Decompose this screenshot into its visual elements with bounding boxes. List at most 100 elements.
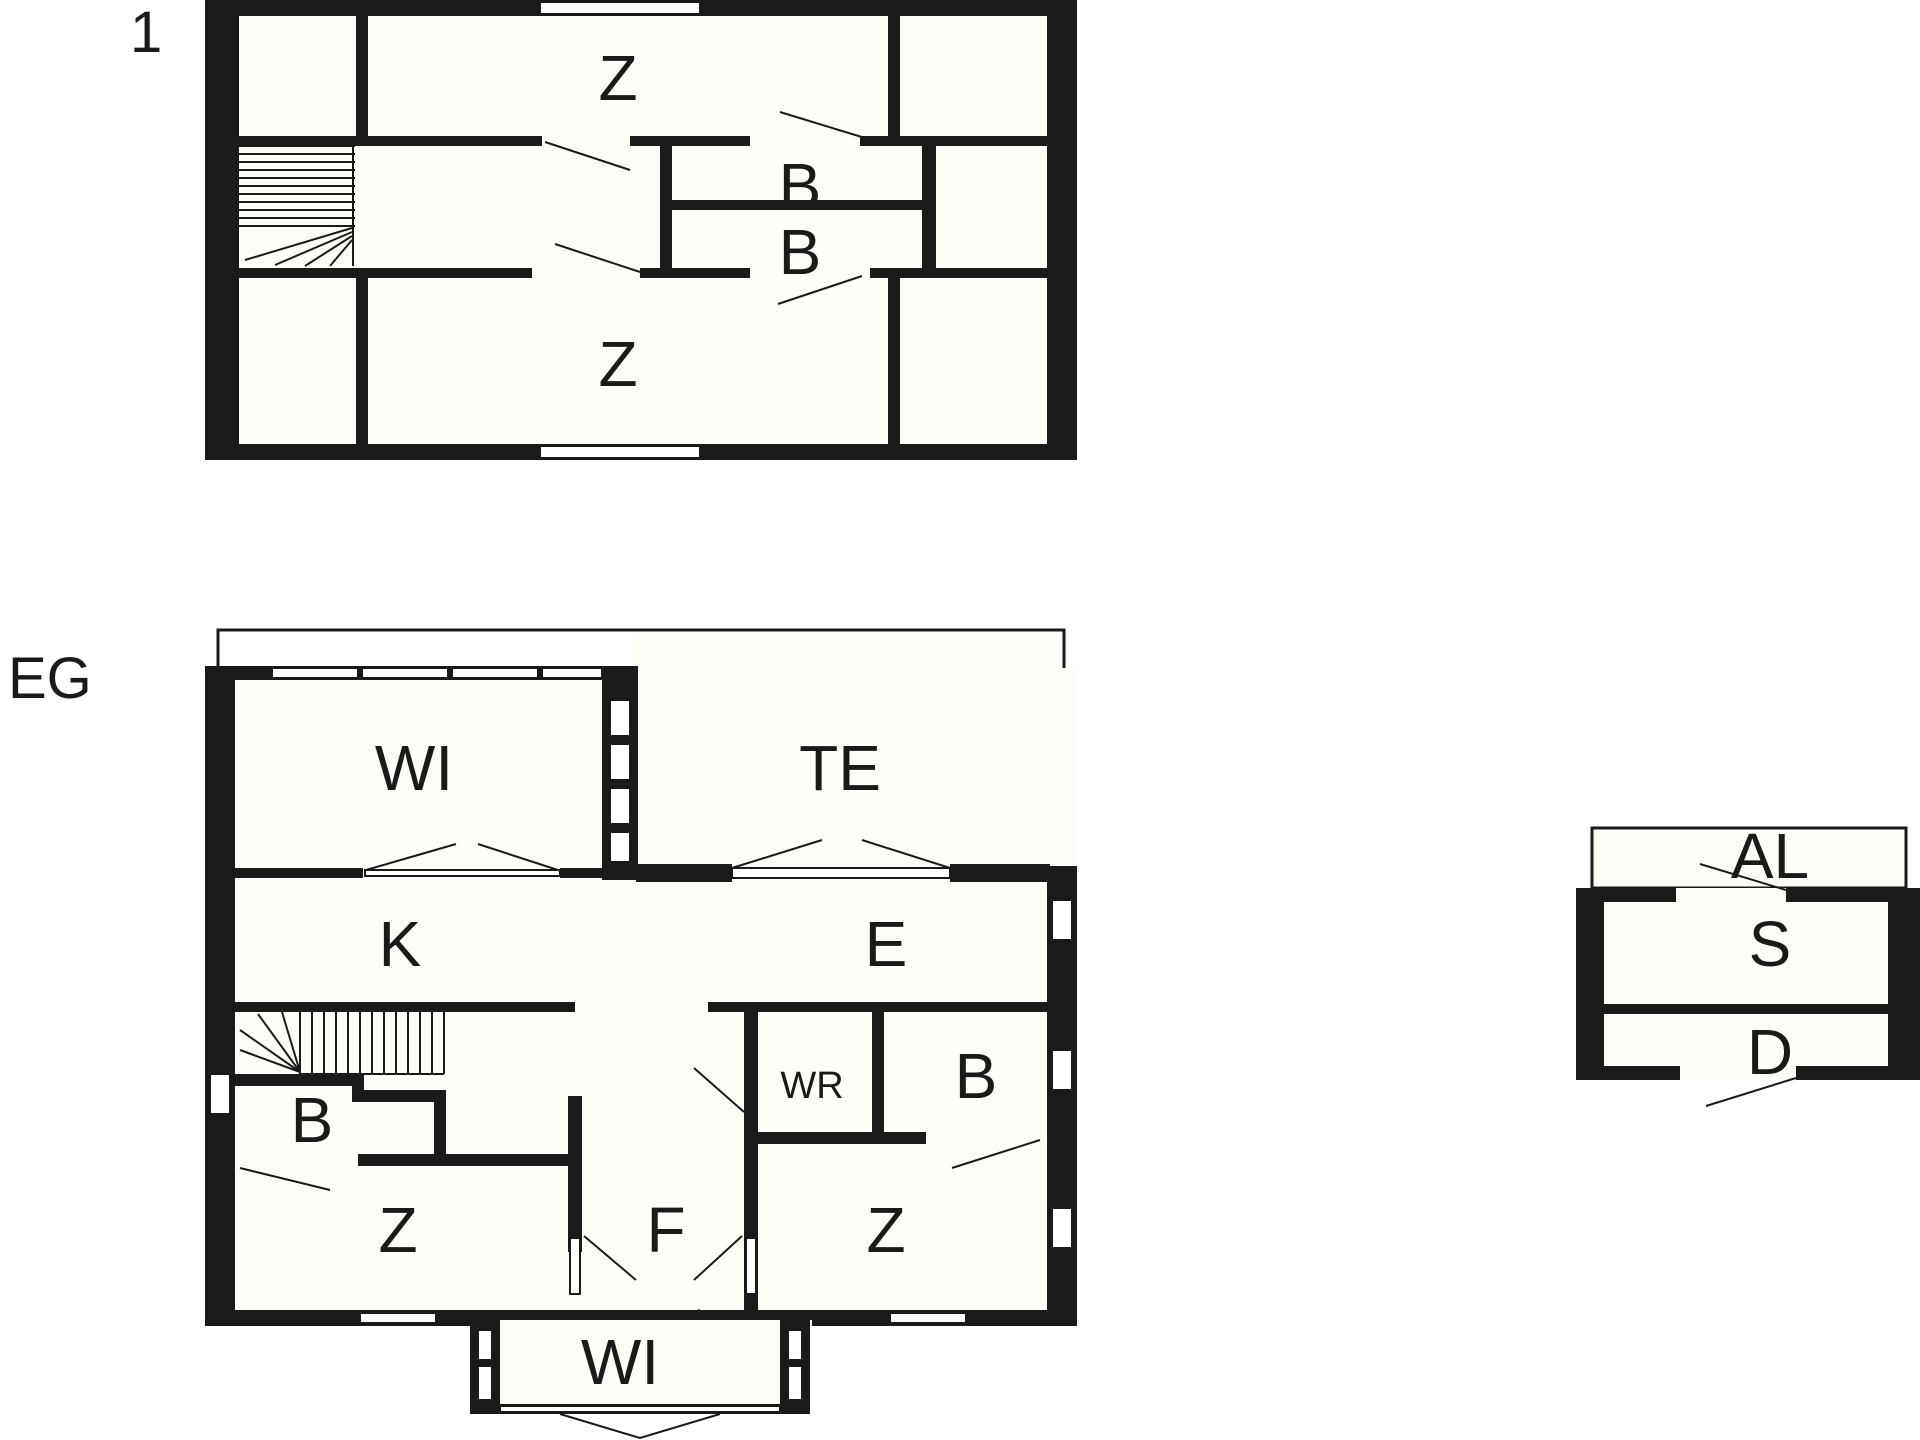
window: [609, 699, 631, 737]
staircase-upper: [239, 145, 355, 267]
bay-floor: [470, 1320, 812, 1410]
door-swing: [777, 275, 863, 305]
wall: [237, 136, 542, 146]
ground-floor-area: [205, 668, 1077, 1324]
wall: [233, 868, 363, 878]
door-opening: [731, 867, 951, 879]
room-label: WI: [375, 732, 453, 804]
wall: [205, 666, 235, 1326]
room-label: B: [779, 150, 822, 222]
room-label: K: [379, 908, 422, 980]
window: [787, 1329, 803, 1361]
window: [539, 445, 701, 459]
room-label: AL: [1731, 820, 1809, 892]
door-swing: [583, 1235, 637, 1281]
wall: [870, 268, 1050, 278]
door-swing: [365, 843, 457, 871]
window: [361, 667, 449, 679]
room-label: WI: [581, 1326, 659, 1398]
floor-label-ground: EG: [8, 646, 92, 711]
window: [609, 787, 631, 825]
door-swing: [239, 1167, 331, 1191]
wall: [672, 200, 924, 210]
room-label: Z: [866, 1194, 905, 1266]
room-label: B: [291, 1084, 334, 1156]
upper-floor: 1: [130, 0, 1077, 460]
wall: [1047, 0, 1077, 460]
wall: [205, 0, 239, 460]
wall: [660, 142, 672, 276]
wall: [233, 1074, 363, 1086]
wall: [1888, 888, 1920, 1080]
door-swing: [693, 1067, 745, 1113]
window: [541, 667, 603, 679]
wall: [352, 1090, 444, 1102]
window: [745, 1237, 757, 1295]
window: [209, 1073, 231, 1115]
wall: [872, 1012, 884, 1140]
window: [451, 667, 539, 679]
wall: [237, 268, 532, 278]
wall: [560, 868, 640, 878]
door-swing: [1699, 863, 1787, 891]
window: [569, 1237, 581, 1295]
wall: [1796, 1066, 1920, 1080]
wall: [358, 1154, 568, 1166]
door-swing: [731, 839, 823, 869]
room-label: S: [1749, 908, 1792, 980]
window: [609, 831, 631, 863]
upper-floor-area: [205, 0, 1077, 460]
door-opening: [364, 869, 561, 877]
annex: AL S D: [1576, 820, 1920, 1107]
door-swing: [951, 1139, 1041, 1169]
floor-label-upper: 1: [130, 0, 162, 65]
window: [499, 1405, 781, 1413]
door-swing: [554, 243, 641, 273]
wall: [950, 864, 1050, 882]
wall: [640, 268, 750, 278]
window: [609, 743, 631, 781]
room-label: WR: [780, 1065, 843, 1107]
window: [477, 1329, 493, 1361]
window: [271, 667, 359, 679]
room-label: Z: [598, 328, 637, 400]
annex-floor: [1578, 888, 1918, 1078]
room-label: B: [955, 1040, 998, 1112]
wall: [568, 1096, 582, 1252]
room-label: B: [779, 216, 822, 288]
wall: [1576, 1066, 1680, 1080]
room-label: Z: [598, 42, 637, 114]
window: [787, 1365, 803, 1401]
door-swing: [1705, 1077, 1797, 1107]
wall: [356, 278, 368, 446]
window: [359, 1312, 437, 1324]
room-label: D: [1747, 1016, 1793, 1088]
window: [477, 1365, 493, 1401]
wall: [356, 14, 368, 136]
window: [889, 1312, 967, 1324]
door-swing: [477, 843, 565, 873]
room-label: TE: [799, 732, 881, 804]
wall: [922, 142, 936, 276]
wall: [888, 14, 900, 136]
window: [1051, 899, 1073, 941]
wall: [636, 864, 732, 882]
wall: [1576, 888, 1604, 1080]
room-label: F: [646, 1194, 685, 1266]
wall: [630, 136, 750, 146]
door-swing: [693, 1235, 743, 1281]
wall: [233, 1002, 575, 1012]
room-label: Z: [378, 1194, 417, 1266]
wall: [756, 1132, 926, 1144]
wall: [1600, 1004, 1890, 1014]
window: [1051, 1207, 1073, 1249]
door-swing: [779, 111, 866, 139]
wall: [888, 278, 900, 446]
door-swing: [544, 141, 631, 171]
door-swing: [861, 839, 951, 869]
window: [1051, 1049, 1073, 1091]
wall: [1047, 866, 1077, 1326]
ground-floor: EG: [8, 628, 1077, 1440]
window: [539, 1, 701, 15]
